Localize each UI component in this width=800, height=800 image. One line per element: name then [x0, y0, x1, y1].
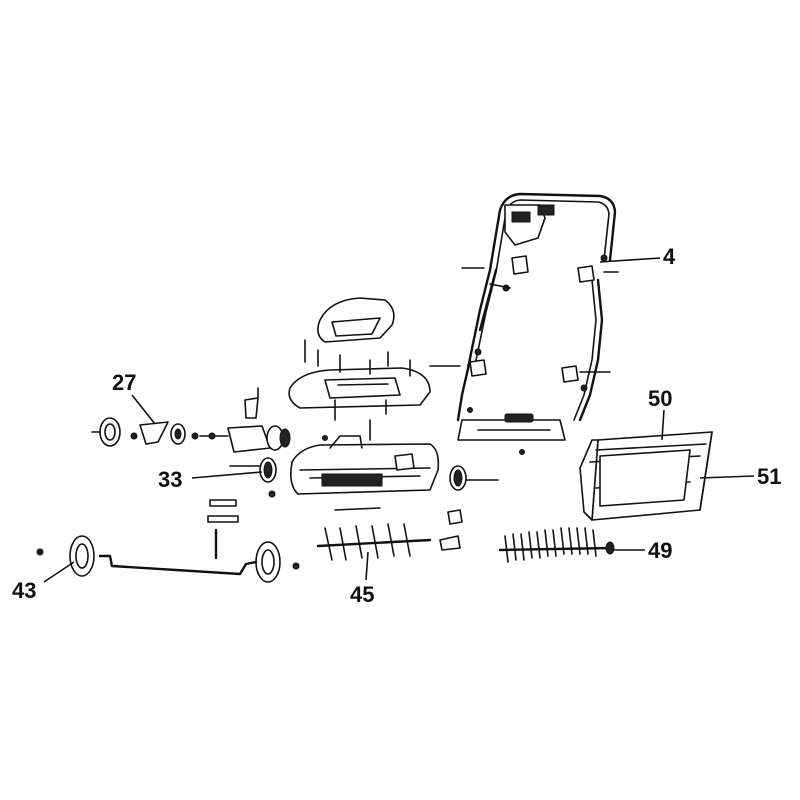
rear-axle [36, 499, 300, 583]
callout-labels: 4 27 33 43 45 49 50 51 [12, 244, 781, 607]
leader-51 [699, 475, 755, 479]
top-cover [288, 297, 431, 441]
tine-roller [316, 507, 463, 561]
callout-45: 45 [350, 582, 374, 607]
callout-33: 33 [158, 467, 182, 492]
rake-tines [504, 527, 597, 563]
rake-roller [498, 527, 615, 563]
screws [304, 339, 411, 441]
tines-45 [324, 523, 411, 561]
motor-assembly [191, 387, 291, 453]
callout-4: 4 [663, 244, 676, 269]
rear-flap [457, 407, 566, 455]
leader-lines [43, 257, 755, 583]
leader-50 [661, 409, 665, 441]
leader-43 [43, 561, 75, 583]
callout-50: 50 [648, 386, 672, 411]
callout-49: 49 [648, 538, 672, 563]
leader-4 [599, 257, 661, 263]
callout-43: 43 [12, 578, 36, 603]
leader-33 [191, 471, 263, 479]
front-wheels [229, 457, 499, 498]
leader-27 [131, 394, 156, 425]
callout-27: 27 [112, 370, 136, 395]
belt-drive [91, 417, 186, 447]
handle-assembly [429, 192, 619, 422]
deck-housing [290, 435, 440, 495]
callout-51: 51 [757, 464, 781, 489]
grass-box [579, 431, 713, 521]
leader-45 [365, 551, 369, 581]
